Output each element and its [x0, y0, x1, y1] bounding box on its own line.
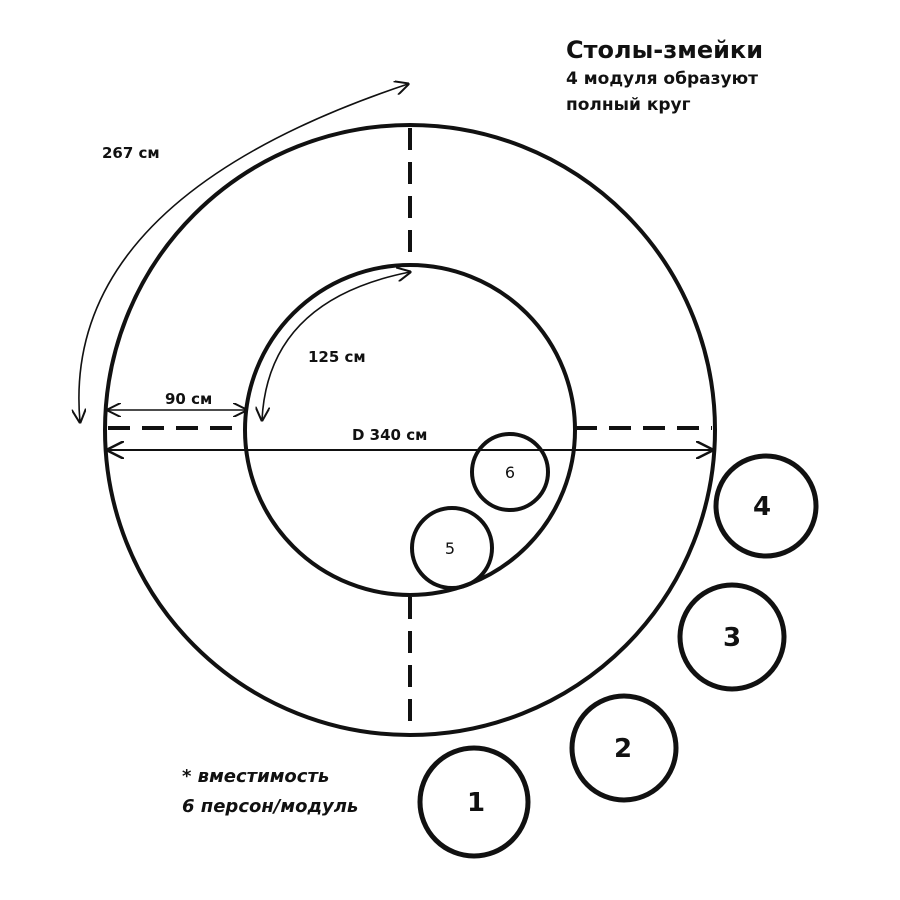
seat-6-number: 6: [505, 463, 515, 482]
inner-arc-dimension: [262, 272, 410, 420]
diagram-title: Столы-змейки: [566, 36, 763, 64]
seat-6: 6: [470, 432, 550, 512]
seat-2-number: 2: [614, 734, 632, 764]
inner-arc-label: 125 см: [308, 348, 366, 366]
capacity-note-line-1: * вместимость: [182, 766, 329, 787]
outer-arc-dimension: [79, 84, 408, 422]
seat-1-number: 1: [467, 788, 485, 818]
outer-arc-label: 267 см: [102, 144, 160, 162]
seat-4: 4: [713, 453, 819, 559]
subtitle-line-2: полный круг: [566, 95, 691, 115]
seat-3: 3: [677, 582, 787, 692]
diameter-label: D 340 см: [352, 426, 427, 444]
seat-1: 1: [417, 745, 531, 859]
seat-3-number: 3: [723, 623, 741, 653]
subtitle-line-1: 4 модуля образуют: [566, 69, 758, 89]
seat-5: 5: [410, 506, 494, 590]
width-label: 90 см: [165, 390, 212, 408]
seat-5-number: 5: [445, 539, 455, 558]
capacity-note-line-2: 6 персон/модуль: [182, 796, 358, 817]
seat-4-number: 4: [753, 492, 771, 522]
seat-2: 2: [569, 693, 679, 803]
